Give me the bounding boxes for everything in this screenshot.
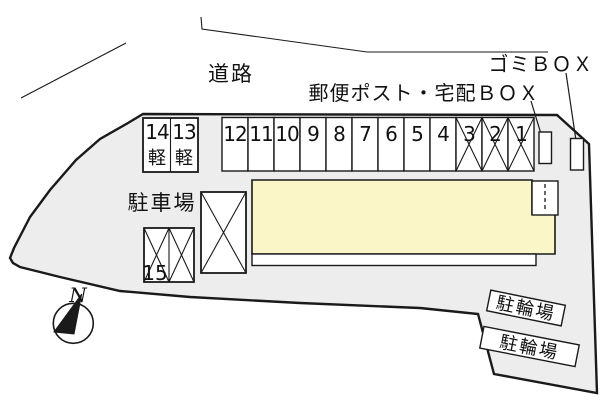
mail-post-fixture: [538, 131, 553, 165]
parking-space-4: 4: [429, 116, 457, 172]
parking-space-frame: [429, 116, 457, 172]
space-14-number: 14: [145, 120, 169, 144]
parking-space-frame: [299, 116, 327, 172]
building-walkway: [251, 253, 537, 267]
parking-space-1: 1: [507, 116, 535, 172]
garbage-box-fixture: [569, 137, 585, 171]
parking-space-11: 11: [247, 116, 275, 172]
parking-space-5: 5: [403, 116, 431, 172]
parking-space-number: 11: [249, 122, 272, 146]
parking-space-7: 7: [351, 116, 379, 172]
space-15-cross: [168, 227, 195, 283]
space-15-cross: [143, 227, 170, 283]
stairwell: [531, 180, 559, 216]
parking-space-frame: [377, 116, 405, 172]
space-15-number: 15: [142, 261, 167, 285]
parking-space-cross: [507, 117, 535, 172]
parking-space-number: 10: [275, 122, 299, 146]
parking-space-number: 9: [307, 122, 319, 146]
parking-space-number: 12: [223, 122, 246, 146]
parking-space-frame: [325, 116, 353, 172]
parking-space-3: 3: [455, 116, 483, 172]
parking-space-8: 8: [325, 116, 353, 172]
parking-space-number: 3: [463, 122, 475, 146]
road-edge-right: [200, 16, 548, 53]
unnumbered-crossed-space: [200, 191, 247, 274]
unnumbered-space-cross: [200, 191, 247, 274]
parking-space-number: 5: [411, 122, 423, 146]
parking-space-cross: [455, 117, 483, 172]
building-footprint: [251, 179, 556, 255]
compass-north-label: N: [68, 283, 88, 307]
parking-space-number: 7: [359, 122, 371, 146]
bicycle-upper-frame: [485, 289, 567, 327]
parking-lot-label: 駐車場: [128, 191, 197, 215]
parking-space-frame: [221, 116, 249, 172]
parking-space-number: 8: [333, 122, 345, 146]
kei-parking-box: 14 軽 13 軽: [142, 117, 199, 173]
space-13-number: 13: [172, 120, 196, 144]
parking-space-9: 9: [299, 116, 327, 172]
bicycle-lower-frame: [478, 325, 581, 368]
space-13-kei-label: 軽: [175, 148, 193, 169]
parking-space-10: 10: [273, 116, 301, 172]
parking-space-6: 6: [377, 116, 405, 172]
compass-icon: N: [52, 283, 95, 345]
road-edge-left: [20, 42, 127, 99]
parking-space-number: 4: [437, 122, 449, 146]
parking-space-number: 6: [385, 122, 397, 146]
parking-space-12: 12: [221, 116, 249, 172]
space-15-box: 15: [142, 227, 195, 285]
garbage-box-label: ゴミＢＯＸ: [489, 52, 594, 76]
parking-space-frame: [247, 116, 275, 172]
parking-space-cross: [481, 117, 509, 172]
parking-space-2: 2: [481, 116, 509, 172]
parking-space-number: 1: [515, 122, 527, 146]
road-lines: [20, 16, 548, 99]
compass-needle: [53, 293, 83, 335]
parking-space-frame: [403, 116, 431, 172]
parking-space-number: 2: [489, 122, 501, 146]
road-label: 道路: [208, 62, 254, 86]
space-14-kei-label: 軽: [148, 148, 166, 169]
parking-space-frame: [351, 116, 379, 172]
building: [251, 179, 559, 267]
mail-delivery-box-label: 郵便ポスト・宅配ＢＯＸ: [309, 81, 540, 105]
